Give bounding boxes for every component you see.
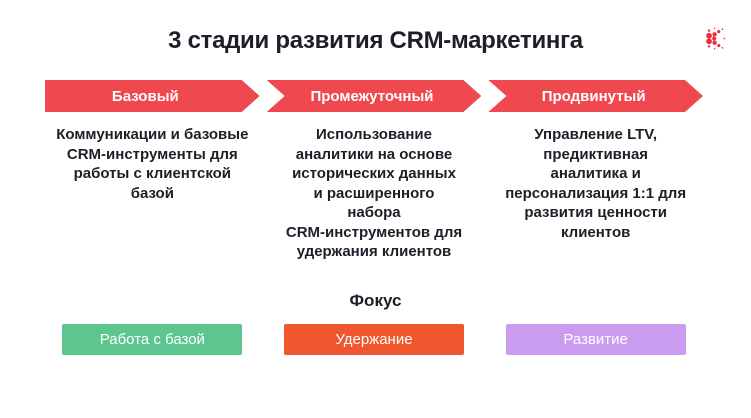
focus-cell: Удержание (267, 324, 482, 355)
stage-description-advanced: Управление LTV, предиктивная аналитика и… (505, 126, 687, 241)
stage-arrow-label: Продвинутый (541, 87, 646, 105)
stage-column-advanced: Продвинутый Управление LTV, предиктивная… (488, 80, 703, 291)
focus-badge-base: Работа с базой (62, 324, 243, 355)
focus-badge-development: Развитие (505, 324, 686, 355)
stages-grid: Базовый Коммуникации и базовые CRM-инстр… (0, 80, 751, 291)
focus-badge-retention: Удержание (283, 324, 464, 355)
focus-heading: Фокус (349, 291, 402, 310)
stage-arrow-advanced: Продвинутый (488, 80, 703, 112)
stage-arrow-intermediate: Промежуточный (267, 80, 482, 112)
stage-description-basic: Коммуникации и базовые CRM-инструменты д… (56, 126, 249, 202)
stage-column-intermediate: Промежуточный Использование аналитики на… (267, 80, 482, 291)
dotted-k-logo (706, 27, 726, 50)
stage-arrow-basic: Базовый (45, 80, 260, 112)
page-title: 3 стадии развития CRM-маркетинга (168, 27, 583, 54)
slide-header: 3 стадии развития CRM-маркетинга (0, 0, 751, 55)
focus-cell: Развитие (488, 324, 703, 355)
focus-cell: Работа с базой (45, 324, 260, 355)
focus-row: Работа с базой Удержание Развитие (0, 324, 751, 355)
stage-description-intermediate: Использование аналитики на основе истори… (285, 126, 463, 260)
stage-arrow-label: Базовый (111, 87, 179, 105)
stage-column-basic: Базовый Коммуникации и базовые CRM-инстр… (45, 80, 260, 291)
stage-arrow-label: Промежуточный (310, 87, 434, 105)
